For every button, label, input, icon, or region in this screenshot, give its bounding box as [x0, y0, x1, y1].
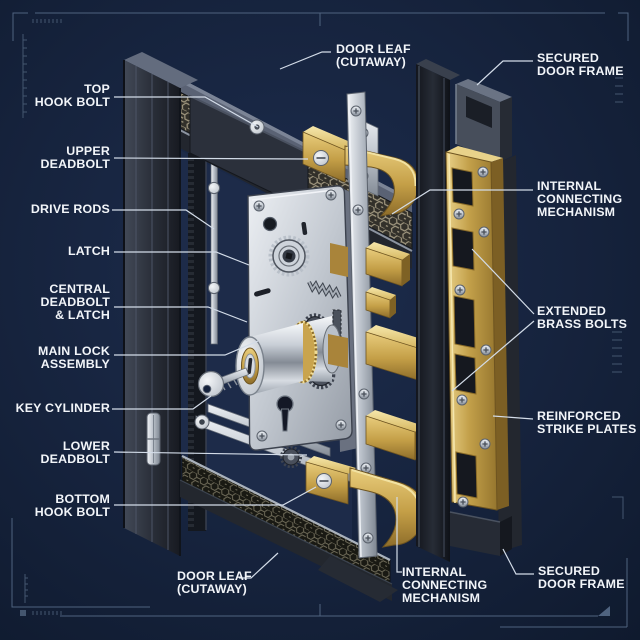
label-line: LATCH [67, 244, 110, 258]
leader-upper-deadbolt [113, 157, 309, 160]
upper-deadbolt-housing [302, 126, 355, 183]
leader-internal-mechanism-bottom [396, 497, 402, 573]
label-line: DEADBOLT [40, 452, 110, 466]
door-bottom-rail [179, 455, 398, 602]
label-door-leaf-bottom: DOOR LEAF (CUTAWAY) [177, 570, 252, 596]
leader-door-leaf-top [279, 51, 331, 70]
label-line: CONNECTING [537, 192, 623, 206]
rack-bar [332, 309, 342, 345]
leader-extended-bolts-1 [471, 248, 535, 315]
key-head [197, 370, 225, 398]
leader-key-cylinder [112, 395, 212, 410]
label-line: MECHANISM [537, 205, 616, 219]
leader-secured-frame-bottom [502, 548, 534, 575]
label-key-cylinder: KEY CYLINDER [16, 402, 110, 415]
leader-reinforced-strike [492, 415, 534, 420]
label-line: TOP [84, 82, 110, 96]
leader-extended-bolts-2 [451, 320, 535, 392]
label-line: CONNECTING [402, 578, 488, 592]
spring [307, 280, 342, 299]
door-stile [123, 52, 198, 556]
label-latch: LATCH [68, 245, 110, 258]
bottom-hook-housing [305, 456, 356, 505]
label-line: KEY CYLINDER [15, 401, 110, 415]
label-line: MECHANISM [402, 591, 481, 605]
label-line: HOOK BOLT [34, 505, 110, 519]
label-line: DOOR FRAME [537, 64, 624, 78]
label-line: DOOR LEAF [177, 569, 252, 583]
label-line: SECURED [537, 51, 599, 65]
label-line: REINFORCED [537, 409, 621, 423]
label-line: (CUTAWAY) [177, 582, 247, 596]
label-secured-door-frame-bottom: SECURED DOOR FRAME [538, 565, 625, 591]
lock-mechanism-group [197, 91, 428, 559]
label-line: STRIKE PLATES [537, 422, 637, 436]
label-line: BRASS BOLTS [537, 317, 628, 331]
key [197, 367, 250, 398]
label-line: DEADBOLT [40, 295, 110, 309]
label-main-lock-assembly: MAIN LOCK ASSEMBLY [38, 345, 110, 371]
hinge [146, 412, 161, 466]
frame-bottom-block [449, 511, 512, 556]
label-line: LOWER [62, 439, 110, 453]
label-line: UPPER [66, 144, 110, 158]
label-internal-connecting-mechanism-bottom: INTERNAL CONNECTING MECHANISM [402, 566, 487, 605]
blueprint-decor [11, 12, 629, 628]
leader-top-hook-bolt [114, 96, 259, 128]
latch-bolt [365, 287, 396, 319]
case-slot [301, 221, 308, 235]
case-hole [262, 216, 278, 232]
leader-bottom-hook-bolt [114, 486, 317, 506]
label-internal-connecting-mechanism-right: INTERNAL CONNECTING MECHANISM [537, 180, 622, 219]
gear-large [268, 235, 310, 277]
label-extended-brass-bolts: EXTENDED BRASS BOLTS [537, 305, 627, 331]
label-secured-door-frame-top: SECURED DOOR FRAME [537, 52, 624, 78]
frame-group [416, 59, 522, 562]
upper-deadbolt [330, 242, 410, 287]
label-line: ASSEMBLY [40, 357, 110, 371]
label-line: DEADBOLT [40, 157, 110, 171]
label-drive-rods: DRIVE RODS [31, 203, 110, 216]
label-line: BOTTOM [55, 492, 110, 506]
leader-internal-mechanism-right [391, 189, 533, 215]
label-door-leaf-top: DOOR LEAF (CUTAWAY) [336, 43, 411, 69]
label-top-hook-bolt: TOP HOOK BOLT [35, 83, 110, 109]
leader-main-lock-assembly [114, 340, 259, 356]
door-frame-jamb [416, 59, 460, 562]
label-reinforced-strike-plates: REINFORCED STRIKE PLATES [537, 410, 636, 436]
label-line: DOOR LEAF [336, 42, 411, 56]
leader-drive-rods [112, 209, 215, 230]
label-central-deadbolt-latch: CENTRAL DEADBOLT & LATCH [40, 283, 110, 322]
label-line: INTERNAL [537, 179, 602, 193]
leader-secured-frame-top [476, 60, 533, 86]
label-bottom-hook-bolt: BOTTOM HOOK BOLT [35, 493, 110, 519]
leader-lines [112, 51, 535, 579]
label-upper-deadbolt: UPPER DEADBOLT [40, 145, 110, 171]
label-line: SECURED [538, 564, 600, 578]
leader-lower-deadbolt [113, 451, 308, 456]
label-line: DRIVE RODS [30, 202, 110, 216]
leader-central-deadbolt [114, 306, 248, 323]
label-line: (CUTAWAY) [336, 55, 406, 69]
leader-door-leaf-bottom [239, 552, 279, 579]
frame-channel-top [455, 79, 512, 162]
strike-plate [445, 146, 509, 511]
label-lower-deadbolt: LOWER DEADBOLT [40, 440, 110, 466]
keyway [247, 357, 253, 374]
label-line: EXTENDED [537, 304, 607, 318]
label-line: HOOK BOLT [34, 95, 110, 109]
label-line: INTERNAL [402, 565, 467, 579]
euro-keyhole [276, 395, 294, 432]
label-line: DOOR FRAME [538, 577, 625, 591]
label-line: CENTRAL [49, 282, 110, 296]
label-line: MAIN LOCK [37, 344, 110, 358]
leader-latch [114, 251, 250, 266]
label-line: & LATCH [55, 308, 110, 322]
